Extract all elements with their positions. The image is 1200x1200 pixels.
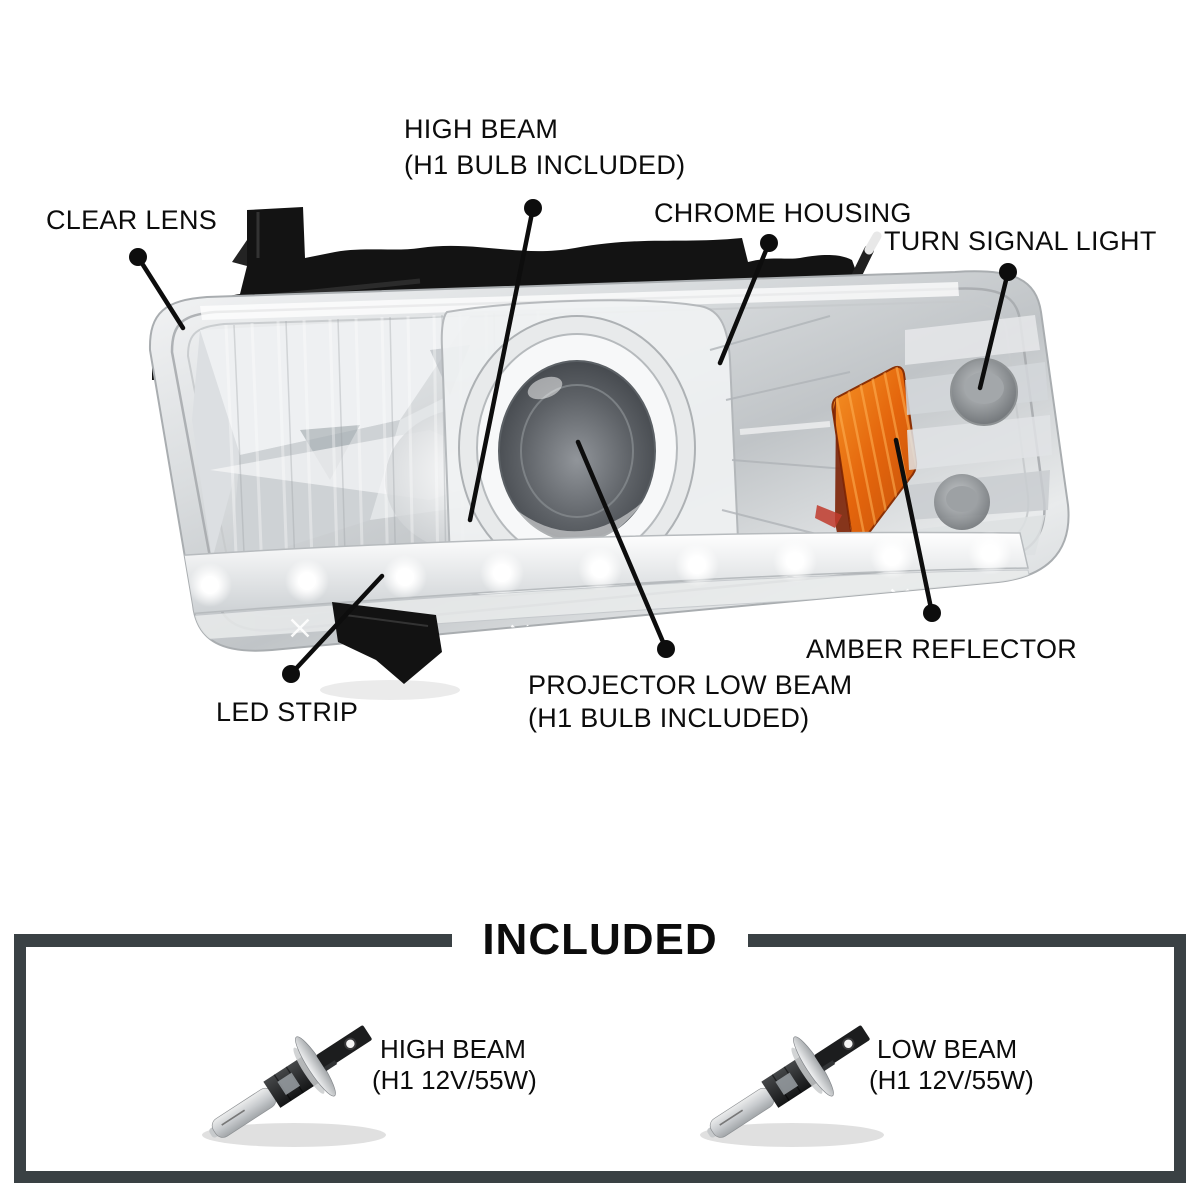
led-strip-line (288, 573, 385, 677)
callout-label: AMBER REFLECTOR (806, 634, 1078, 664)
bulb-spec: (H1 12V/55W) (869, 1065, 1034, 1095)
callout-amber-reflector: AMBER REFLECTOR (806, 631, 1077, 667)
callout-chrome-housing: CHROME HOUSING (654, 195, 912, 231)
turn-signal-line (977, 269, 1011, 391)
low-beam-bulb (707, 1025, 870, 1138)
clear-lens-line (135, 254, 186, 331)
included-frame-bottom (14, 1171, 1186, 1183)
included-title: INCLUDED (482, 915, 718, 964)
clear-lens-dot (129, 248, 147, 266)
included-bulbs-illustration (202, 1025, 884, 1147)
high-beam-bulb-label: HIGH BEAM (H1 12V/55W) (372, 1034, 537, 1096)
callout-high-beam: HIGH BEAM (H1 BULB INCLUDED) (404, 110, 685, 184)
high-beam-bulb (209, 1025, 372, 1138)
amber-reflector-line (893, 437, 935, 616)
high-beam-line (467, 205, 536, 523)
bulb-name: HIGH BEAM (380, 1034, 526, 1064)
callout-dots (129, 199, 1017, 683)
callout-led-strip: LED STRIP (216, 694, 358, 730)
chrome-housing-line (717, 240, 772, 366)
callout-projector-low-beam: PROJECTOR LOW BEAM (H1 BULB INCLUDED) (528, 668, 852, 736)
included-frame-left (14, 934, 26, 1183)
led-strip-dot (282, 665, 300, 683)
antenna-tip (864, 231, 882, 255)
callout-label-line2: (H1 BULB INCLUDED) (404, 150, 686, 180)
callout-label: TURN SIGNAL LIGHT (884, 226, 1157, 256)
callout-label: HIGH BEAM (404, 114, 559, 144)
callout-label: PROJECTOR LOW BEAM (528, 670, 853, 700)
callout-label: CHROME HOUSING (654, 198, 912, 228)
bottom-mounting-tab (320, 602, 460, 700)
bulb-spec: (H1 12V/55W) (372, 1065, 537, 1095)
callout-label-line2: (H1 BULB INCLUDED) (528, 703, 810, 733)
callout-turn-signal: TURN SIGNAL LIGHT (884, 223, 1157, 259)
projector-line (575, 439, 669, 652)
callout-label: LED STRIP (216, 697, 359, 727)
included-frame-top-left (14, 934, 452, 947)
projector-dot (657, 640, 675, 658)
low-beam-bulb-label: LOW BEAM (H1 12V/55W) (869, 1034, 1034, 1096)
amber-reflector-dot (923, 604, 941, 622)
projector-assembly (440, 299, 740, 598)
callout-lines (135, 205, 1011, 677)
included-frame-right (1174, 934, 1186, 1183)
callout-clear-lens: CLEAR LENS (46, 202, 217, 238)
bulb-name: LOW BEAM (877, 1034, 1018, 1064)
chrome-housing-dot (760, 234, 778, 252)
led-dots (188, 531, 1012, 607)
included-frame-top-right (748, 934, 1186, 947)
turn-signal-dot (999, 263, 1017, 281)
callout-label: CLEAR LENS (46, 205, 218, 235)
high-beam-dot (524, 199, 542, 217)
chrome-lens-body (148, 270, 1070, 652)
headlight-illustration (129, 199, 1070, 700)
